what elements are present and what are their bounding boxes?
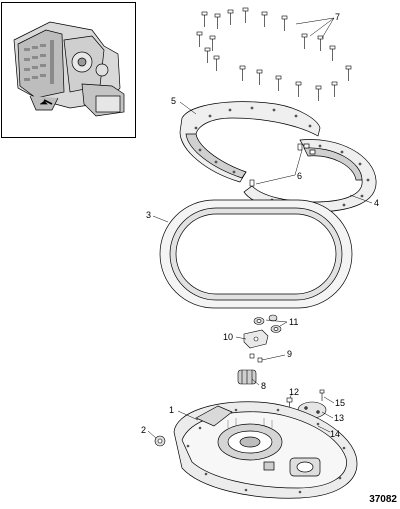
callout-5: 5 [171,96,176,106]
coupling-sleeve [237,369,257,385]
leader-lines [147,17,373,439]
screw [315,85,322,101]
callout-12: 12 [289,387,299,397]
screw [213,55,220,71]
callout-13: 13 [334,413,344,423]
callout-2: 2 [141,425,146,435]
callout-15: 15 [335,398,345,408]
screw [261,11,268,27]
screw [345,65,352,81]
callout-10: 10 [223,332,233,342]
transmission-housing [173,401,358,499]
grommet-pair [253,314,282,333]
small-fastener-pair [249,353,263,363]
figure-number: 37082 [369,494,397,505]
callout-1: 1 [169,405,174,415]
callout-labels: 1 2 3 4 5 6 7 8 9 10 11 12 13 14 15 [141,12,379,439]
screw [214,13,221,29]
screw [329,45,336,61]
callout-8: 8 [261,381,266,391]
mount-bracket [243,329,269,349]
screw [204,47,211,63]
callout-9: 9 [287,349,292,359]
callout-6: 6 [297,171,302,181]
drain-plug [154,435,166,447]
screw [275,75,282,91]
callout-7: 7 [335,12,340,22]
callout-3: 3 [146,210,151,220]
screw [239,65,246,81]
screw [295,81,302,97]
screw [256,69,263,85]
callout-14: 14 [330,429,340,439]
inset-assembly-illustration [13,21,125,117]
dowel-pin-set [249,143,303,187]
screw [242,7,249,23]
screw [201,11,208,27]
screw-set [196,7,352,101]
screw [331,81,338,97]
screw [317,35,324,51]
screw [196,31,203,47]
callout-4: 4 [374,198,379,208]
screw [209,35,216,51]
cover-screw [319,389,325,401]
upper-retainer-ring [179,101,321,183]
screw [281,15,288,31]
housing-seal [159,199,353,309]
inset-frame [1,2,136,138]
callout-11: 11 [289,317,298,327]
screw [301,33,308,49]
screw [227,9,234,25]
